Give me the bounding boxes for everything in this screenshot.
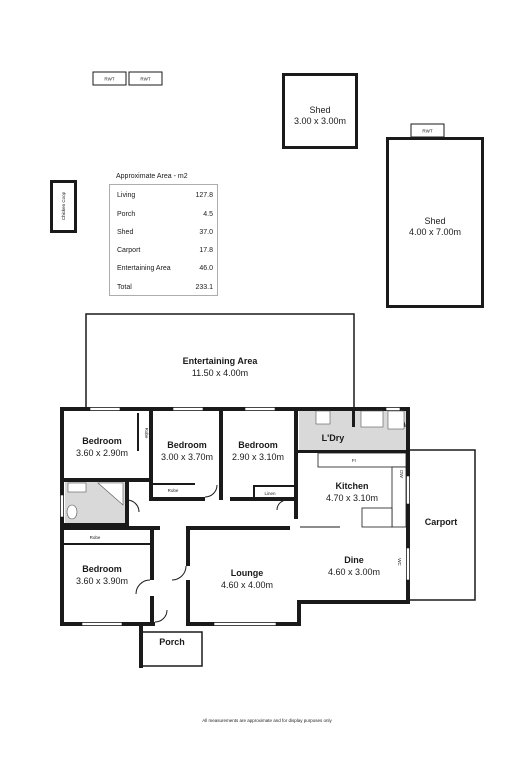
area-row-label: Carport <box>117 247 140 254</box>
area-row-label: Porch <box>117 211 135 218</box>
kitchen-name: Kitchen <box>335 481 368 491</box>
bedroom-3-name: Bedroom <box>238 440 278 450</box>
dine-name: Dine <box>344 555 364 565</box>
carport-name: Carport <box>425 517 458 527</box>
area-row-label: Total <box>117 284 132 291</box>
dishwasher-label: DW <box>399 470 404 478</box>
bedroom-1-name: Bedroom <box>82 436 122 446</box>
entertaining-area-name: Entertaining Area <box>183 356 259 366</box>
area-table-title: Approximate Area - m2 <box>116 173 188 180</box>
shed-small <box>282 73 358 149</box>
shower <box>97 482 124 506</box>
area-row-value: 4.5 <box>203 211 213 218</box>
disclaimer: All measurements are approximate and for… <box>202 718 332 723</box>
toilet <box>66 504 78 520</box>
bedroom-4-name: Bedroom <box>82 564 122 574</box>
bedroom-2-name: Bedroom <box>167 440 207 450</box>
area-row-value: 233.1 <box>195 284 213 291</box>
rwt-label-3: RWT <box>422 129 432 134</box>
fridge-label: Fr <box>352 458 357 463</box>
robe-label-1: Robe <box>144 428 149 439</box>
bedroom-2-dims: 3.00 x 3.70m <box>161 452 213 462</box>
robe-label-2: Robe <box>168 488 179 493</box>
laundry-name: L'Dry <box>322 433 345 443</box>
rwt-label-2: RWT <box>140 77 150 82</box>
kitchen-dims: 4.70 x 3.10m <box>326 493 378 503</box>
shed-small-name: Shed <box>309 105 330 115</box>
entertaining-area-outline <box>85 313 355 408</box>
dine-dims: 4.60 x 3.00m <box>328 567 380 577</box>
entertaining-area-dims: 11.50 x 4.00m <box>192 368 248 378</box>
area-table <box>109 184 218 296</box>
windows <box>60 407 410 626</box>
wc-label: WC <box>397 558 402 566</box>
shed-large-dims: 4.00 x 7.00m <box>409 227 461 237</box>
area-row-value: 46.0 <box>199 265 213 272</box>
linen-label: Linen <box>264 491 276 496</box>
area-row-label: Shed <box>117 229 133 236</box>
rwt-tag-1 <box>92 71 127 86</box>
lounge-dims: 4.60 x 4.00m <box>221 580 273 590</box>
lounge-name: Lounge <box>231 568 264 578</box>
area-table-rows: Living 127.8 Porch 4.5 Shed 37.0 Carport… <box>117 192 213 291</box>
porch-post <box>139 626 143 668</box>
door-swings <box>126 414 406 623</box>
chicken-coop-label: Chicken Coop <box>61 191 66 220</box>
area-row-label: Entertaining Area <box>117 265 171 272</box>
carport-outline <box>408 449 476 601</box>
area-row-label: Living <box>117 192 135 199</box>
shed-large-name: Shed <box>424 216 445 226</box>
robe-label-3: Robe <box>90 535 101 540</box>
shed-small-dims: 3.00 x 3.00m <box>294 116 346 126</box>
area-row-value: 17.8 <box>199 247 213 254</box>
rwt-label-1: RWT <box>104 77 114 82</box>
rwt-tag-2 <box>128 71 163 86</box>
bedroom-4-dims: 3.60 x 3.90m <box>76 576 128 586</box>
fixtures <box>66 410 407 528</box>
area-row-value: 127.8 <box>195 192 213 199</box>
area-row-value: 37.0 <box>199 229 213 236</box>
shed-large <box>386 137 484 308</box>
chicken-coop <box>50 180 77 233</box>
bedroom-1-dims: 3.60 x 2.90m <box>76 448 128 458</box>
bedroom-3-dims: 2.90 x 3.10m <box>232 452 284 462</box>
porch-name: Porch <box>159 637 185 647</box>
